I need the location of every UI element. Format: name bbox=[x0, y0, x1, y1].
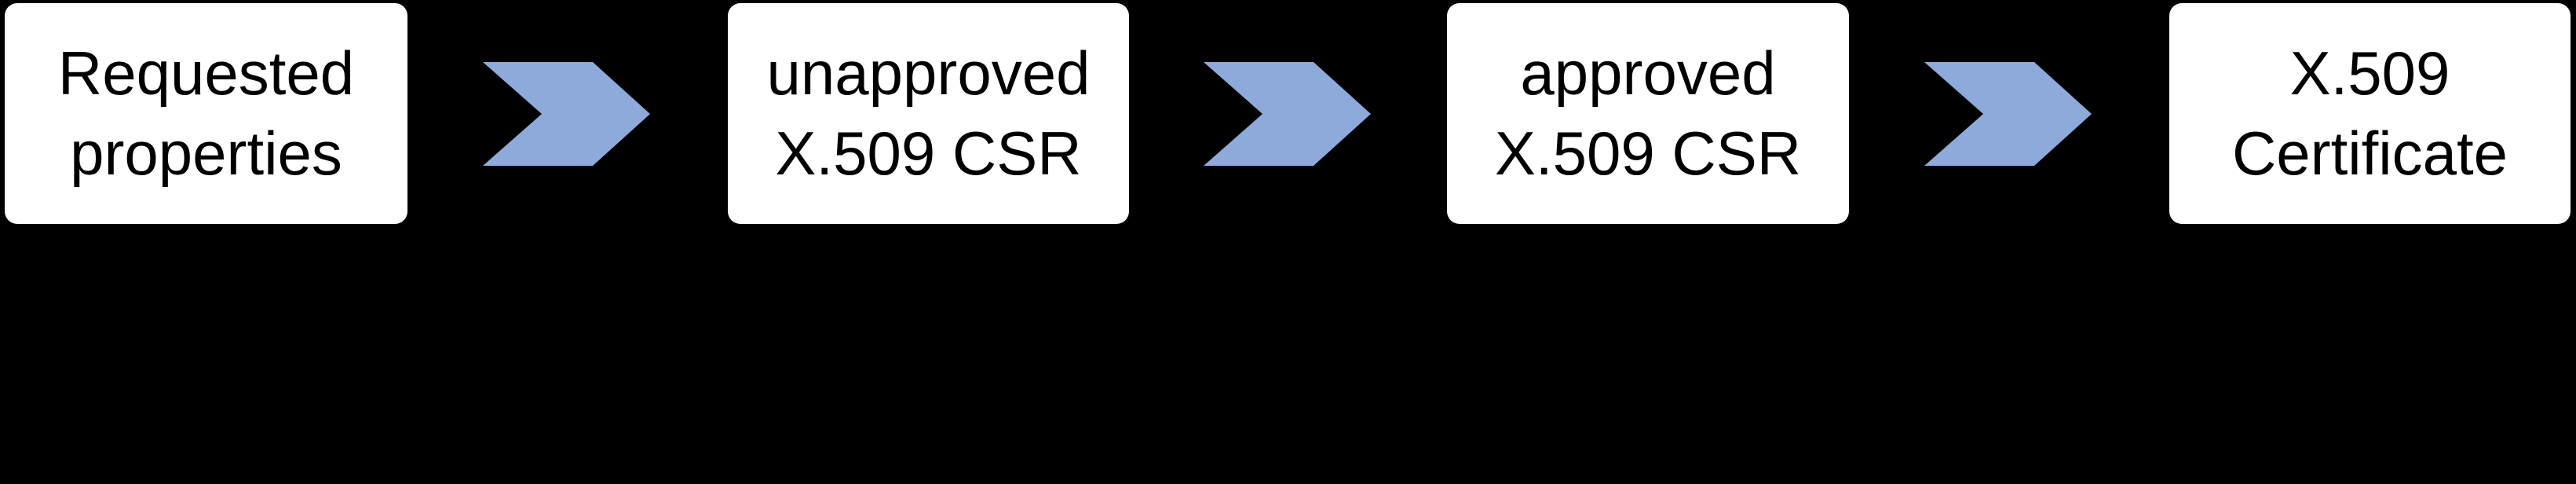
node-label-line: X.509 CSR bbox=[1494, 118, 1802, 188]
flow-node-unapproved-csr: unapproved X.509 CSR bbox=[728, 3, 1129, 224]
node-label-line: X.509 bbox=[2289, 38, 2450, 108]
flow-node-requested-properties: Requested properties bbox=[5, 3, 407, 224]
flow-node-approved-csr: approved X.509 CSR bbox=[1447, 3, 1849, 224]
node-label-line: X.509 CSR bbox=[775, 118, 1082, 188]
node-label-line: approved bbox=[1520, 38, 1776, 108]
node-label-line: properties bbox=[70, 118, 342, 188]
chevron-right-icon bbox=[1204, 62, 1371, 166]
chevron-right-icon bbox=[1924, 62, 2092, 166]
node-label-line: Requested bbox=[57, 38, 355, 108]
chevron-right-icon bbox=[483, 62, 650, 166]
node-label-line: unapproved bbox=[766, 38, 1091, 108]
node-label-line: Certificate bbox=[2231, 118, 2508, 188]
flow-node-certificate: X.509 Certificate bbox=[2169, 3, 2571, 224]
